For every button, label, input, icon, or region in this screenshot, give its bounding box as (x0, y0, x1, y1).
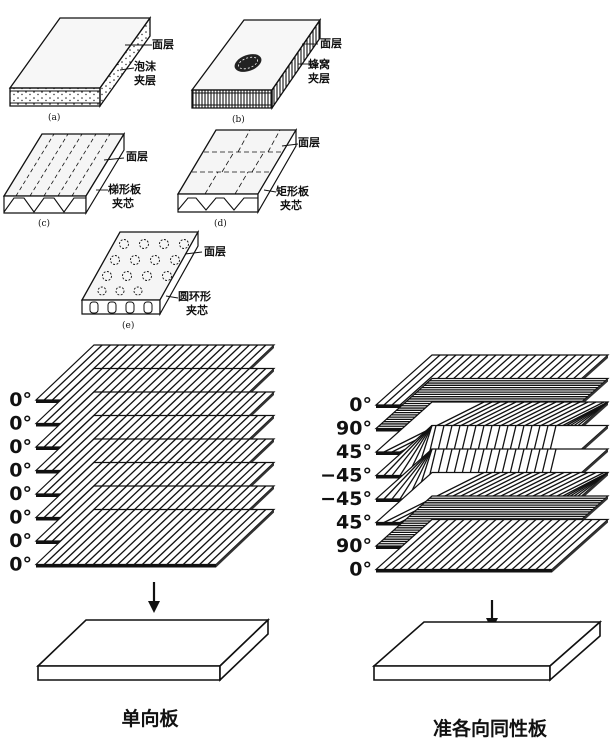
panel-d-caption: (d) (214, 218, 227, 229)
ply-angle-label: 45° (336, 441, 372, 463)
panel-b-caption: (b) (232, 114, 245, 125)
panel-b-label-face: 面层 (320, 37, 342, 50)
ply-angle-label: 0° (9, 389, 32, 411)
panel-c-trapezoid-core: 面层 梯形板 夹芯 (c) (2, 131, 148, 229)
panel-a-caption: (a) (48, 112, 60, 123)
honeycomb-cutout (234, 54, 262, 72)
ply-angle-label: 0° (9, 413, 32, 435)
plate-icon (36, 618, 270, 682)
panel-e-ring-core: 面层 圆环形 夹芯 (e) (80, 229, 226, 331)
panel-a-label-foam: 泡沫 (134, 59, 157, 73)
panel-d-label-core: 夹芯 (280, 198, 302, 212)
ply-layer (34, 508, 276, 568)
plate-icon (371, 620, 603, 682)
ply-angle-label: 0° (9, 554, 32, 576)
ring-markers (97, 239, 189, 296)
ply-angle-label: 0° (349, 559, 372, 581)
panel-b-label-honeycomb: 蜂窝 (308, 57, 330, 71)
panel-c-label-face: 面层 (126, 150, 148, 163)
ply-layer (374, 518, 610, 573)
panel-e-caption: (e) (122, 320, 134, 331)
ply-angle-label: 90° (336, 535, 372, 557)
panel-a-foam-sandwich: 面层 泡沫 夹层 (a) (8, 15, 174, 123)
panel-e-label-ring: 圆环形 (178, 290, 211, 303)
panel-a-label-core: 夹层 (134, 73, 156, 87)
arrow-down-icon (148, 582, 160, 613)
panel-c-label-trapezoid: 梯形板 (108, 182, 142, 196)
ply-angle-label: 0° (349, 394, 372, 416)
panel-e-label-core: 夹芯 (186, 303, 208, 317)
panel-b-honeycomb-sandwich: 面层 蜂窝 夹层 (b) (190, 17, 342, 125)
panel-d-rectangular-core: 面层 矩形板 夹芯 (d) (176, 127, 320, 229)
ply-angle-label: 0° (9, 507, 32, 529)
ply-angle-label: 45° (336, 512, 372, 534)
ply-angle-label: 90° (336, 418, 372, 440)
quasi-isotropic-caption: 准各向同性板 (433, 717, 548, 740)
panel-b-label-core: 夹层 (308, 71, 330, 85)
ply-angle-label: 0° (9, 436, 32, 458)
panel-d-label-rect: 矩形板 (276, 184, 310, 198)
panel-e-label-face: 面层 (204, 245, 226, 258)
ply-angle-label: 0° (9, 460, 32, 482)
panel-c-label-core: 夹芯 (112, 196, 134, 210)
quasi-isotropic-laminate: 0°90°45°−45°−45°45°90°0° (320, 354, 610, 581)
ply-angle-label: −45° (320, 465, 372, 487)
ply-angle-label: 0° (9, 483, 32, 505)
unidirectional-laminate: 0°0°0°0°0°0°0°0° (9, 344, 276, 576)
panel-d-label-face: 面层 (298, 136, 320, 149)
ply-angle-label: 0° (9, 530, 32, 552)
panel-a-label-face: 面层 (152, 38, 174, 51)
ply-angle-label: −45° (320, 488, 372, 510)
unidirectional-result: 单向板 (36, 582, 270, 730)
panel-c-caption: (c) (38, 218, 50, 229)
unidirectional-caption: 单向板 (121, 707, 179, 730)
quasi-isotropic-result: 准各向同性板 (371, 600, 603, 740)
